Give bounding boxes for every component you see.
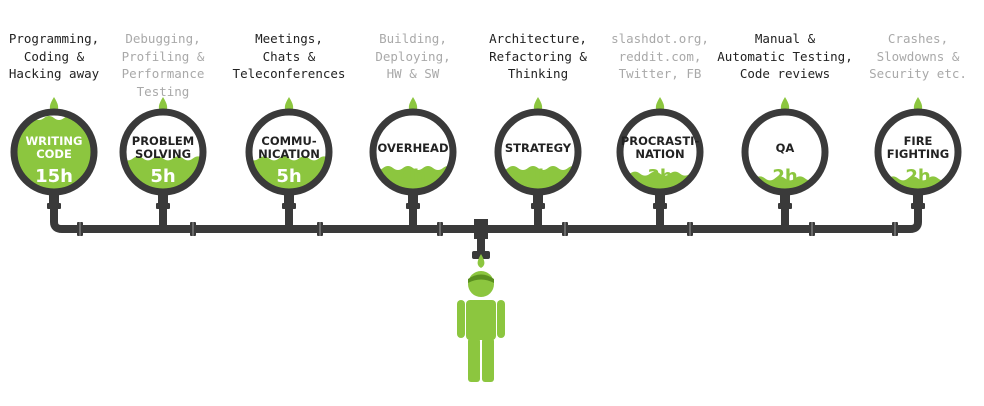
water-tank-icon: STRATEGY 4h: [494, 97, 582, 209]
hours-value: 15h: [35, 166, 73, 187]
water-tank-icon: QA 2h: [741, 97, 829, 209]
hours-value: 4h: [400, 166, 425, 187]
pipe-joint: [190, 222, 196, 236]
activity-label: PROCRASTI-: [621, 134, 700, 148]
activity-label: FIRE: [904, 134, 933, 148]
hours-value: 4h: [525, 166, 550, 187]
activity-label: QA: [776, 141, 795, 155]
activity-label: CODE: [36, 147, 72, 161]
activity-label: NATION: [635, 147, 684, 161]
activity-caption: Building, Deploying, HW & SW: [375, 31, 451, 81]
center-valve: [474, 219, 488, 239]
hours-value: 3h: [647, 166, 672, 187]
pipe-joint: [687, 222, 693, 236]
water-tank-icon: PROCRASTI-NATION 3h: [616, 97, 704, 209]
hours-value: 2h: [905, 166, 930, 187]
pipe-joint: [809, 222, 815, 236]
pipe-joint: [562, 222, 568, 236]
activity-label: SOLVING: [135, 147, 191, 161]
activity-label: STRATEGY: [505, 141, 572, 155]
activity-label: WRITING: [25, 134, 82, 148]
water-tank-icon: COMMU-NICATION 5h: [245, 97, 333, 209]
hours-value: 5h: [276, 166, 301, 187]
pipe-joint: [892, 222, 898, 236]
pipe-joint: [77, 222, 83, 236]
activity-caption: Crashes, Slowdowns & Security etc.: [869, 31, 967, 81]
developer-person-icon: [457, 271, 505, 382]
activity-caption: Programming, Coding & Hacking away: [8, 31, 100, 81]
activity-label: NICATION: [258, 147, 320, 161]
hours-value: 5h: [150, 166, 175, 187]
activity-label: PROBLEM: [132, 134, 194, 148]
activity-label: FIGHTING: [887, 147, 949, 161]
activity-caption: Debugging, Profiling & Performance Testi…: [121, 31, 205, 99]
water-level: [14, 116, 94, 192]
activity-caption: slashdot.org, reddit.com, Twitter, FB: [611, 31, 709, 81]
water-tank-icon: OVERHEAD 4h: [369, 97, 457, 209]
activity-caption: Architecture, Refactoring & Thinking: [489, 31, 587, 81]
activity-label: OVERHEAD: [377, 141, 448, 155]
hours-value: 2h: [772, 166, 797, 187]
pipe-joint: [437, 222, 443, 236]
activity-label: COMMU-: [261, 134, 316, 148]
water-drop-icon: [477, 254, 485, 268]
pipe-joint: [317, 222, 323, 236]
activity-caption: Meetings, Chats & Teleconferences: [232, 31, 346, 81]
main-pipe: [50, 200, 922, 268]
activity-caption: Manual & Automatic Testing, Code reviews: [717, 31, 853, 81]
